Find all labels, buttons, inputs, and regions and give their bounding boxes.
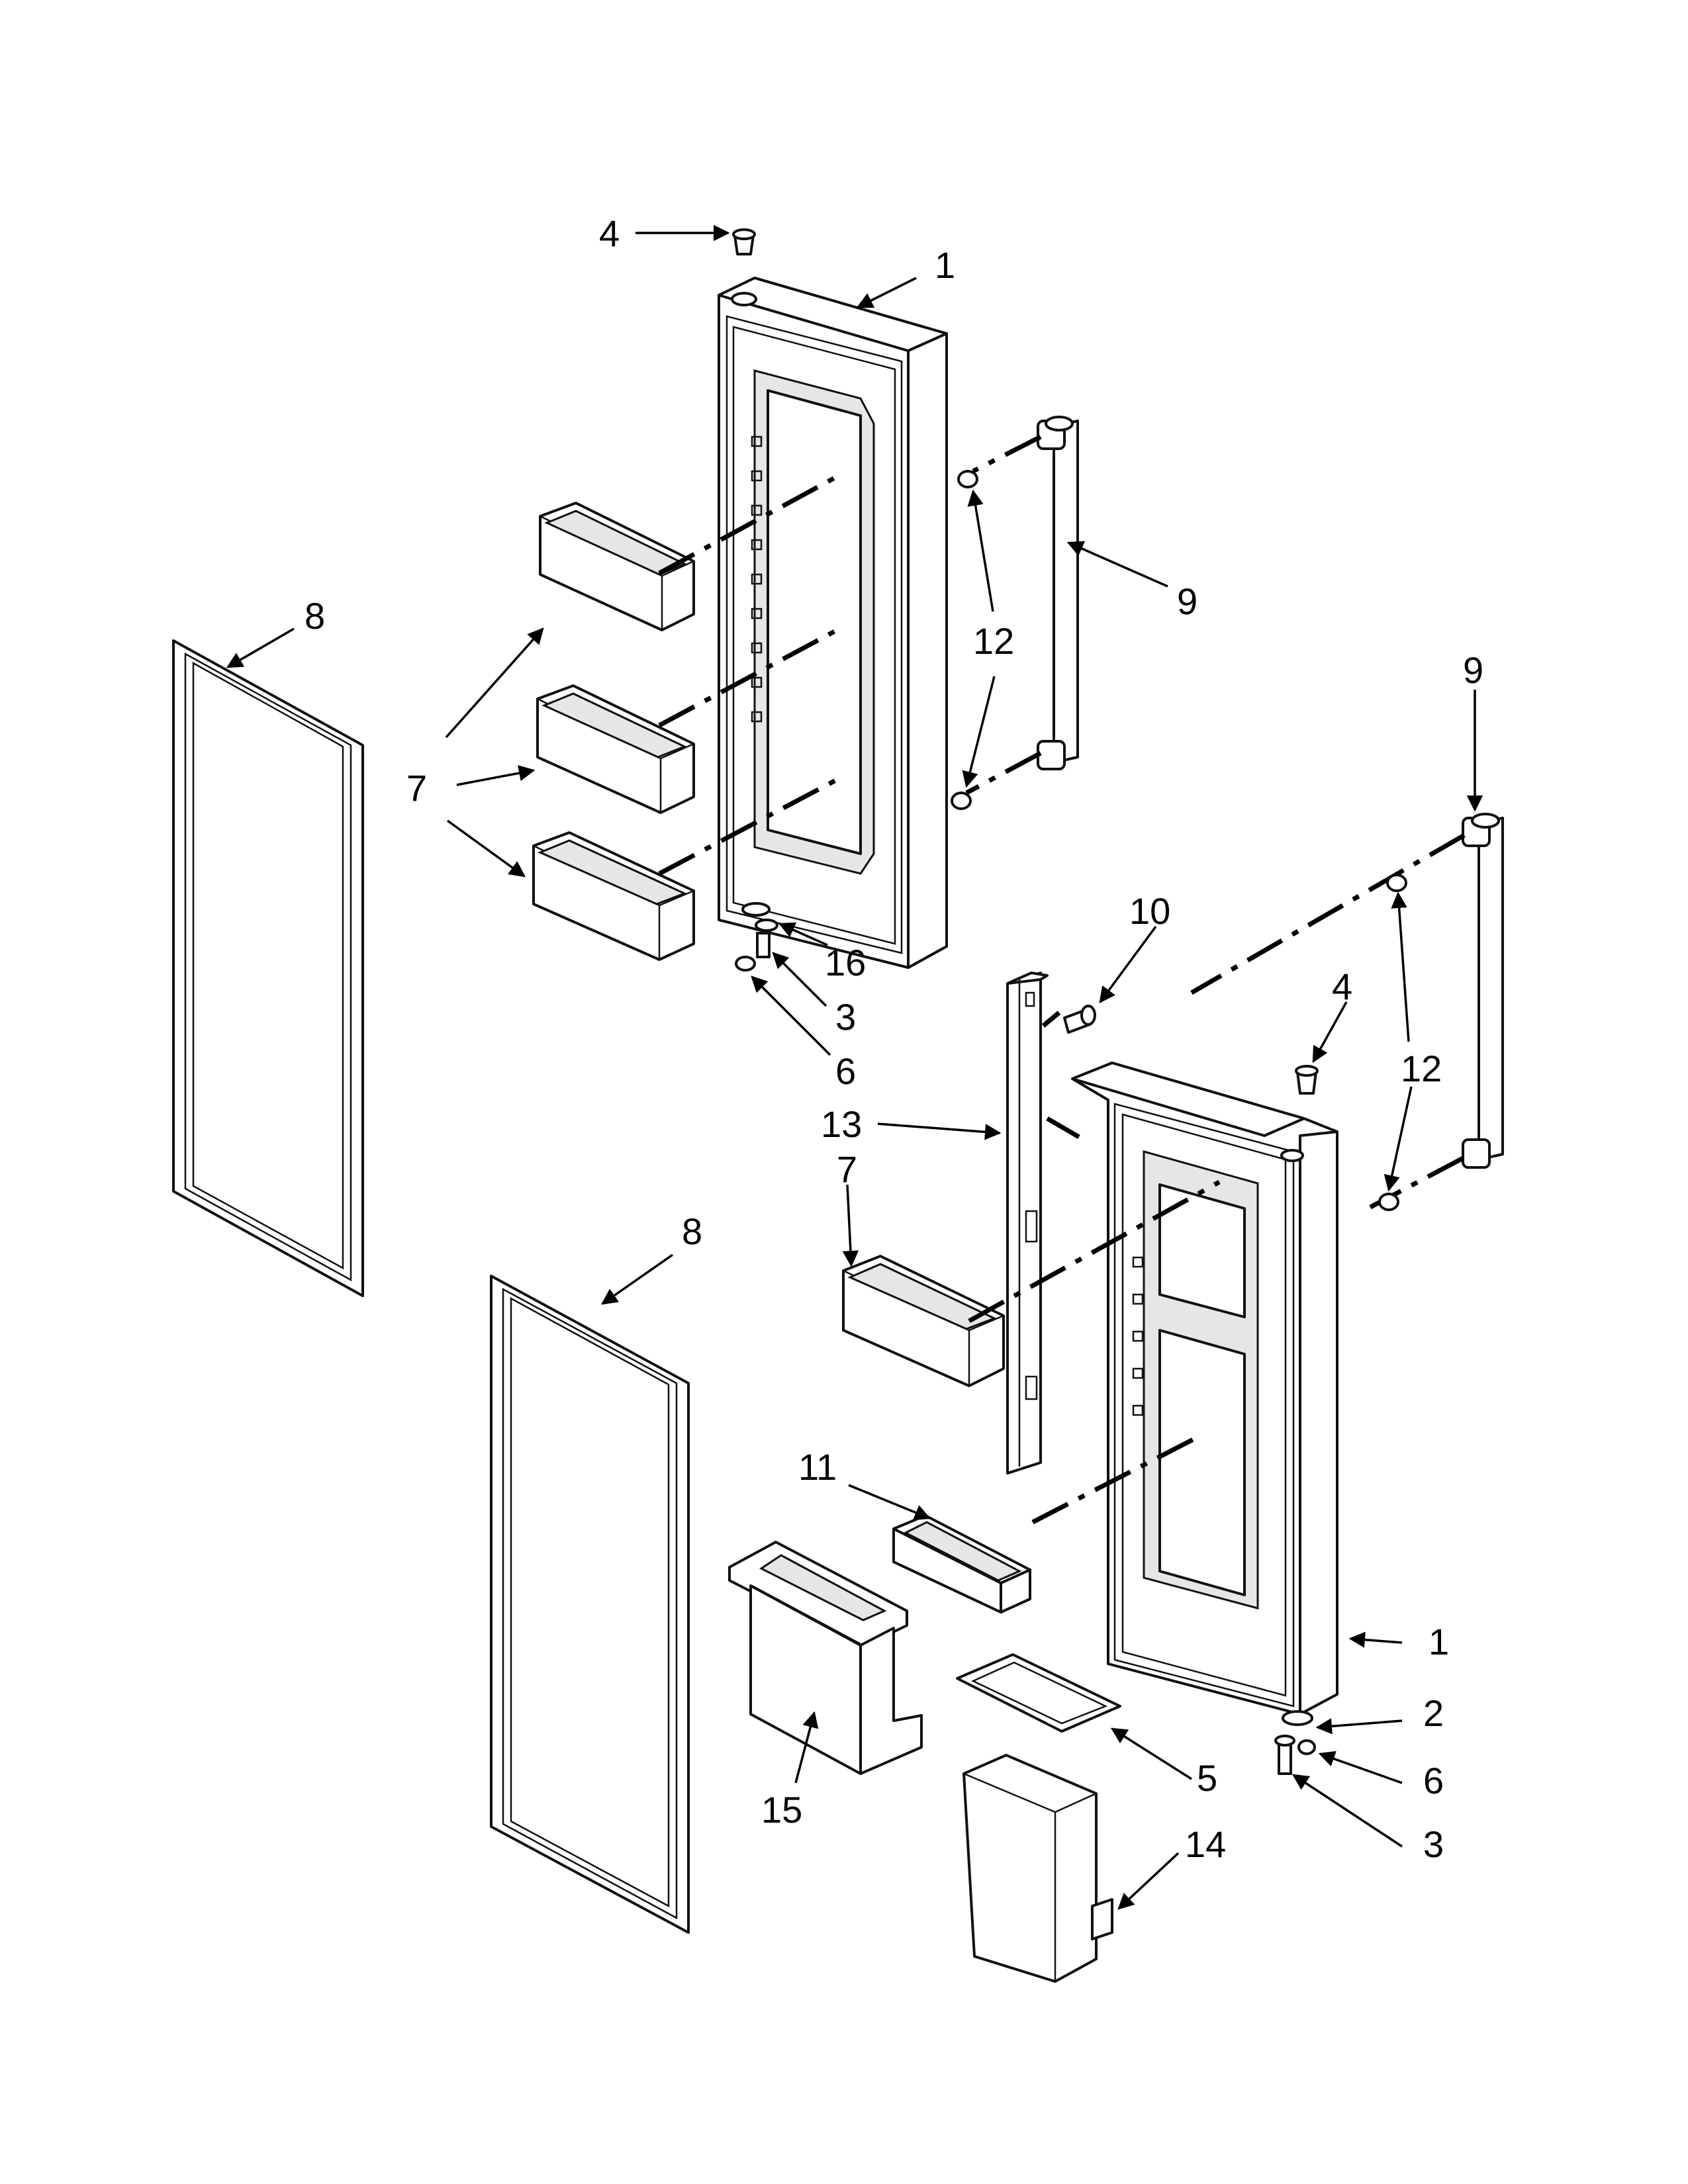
callout-11: 11: [798, 1446, 837, 1488]
callout-6-upper: 6: [835, 1050, 856, 1092]
callout-16: 16: [825, 942, 866, 983]
refrigerator-door-lower: [1071, 1062, 1338, 1715]
shelf-mount-dimples-upper: [751, 435, 763, 723]
callout-3-upper: 3: [835, 996, 856, 1038]
callout-6-lower: 6: [1423, 1760, 1444, 1801]
door-hinge-hardware-upper: [735, 902, 778, 972]
callout-15: 15: [761, 1789, 802, 1831]
door-hinge-screw-top-upper: [732, 228, 756, 255]
callout-7-bins: 7: [406, 767, 427, 809]
callout-1-lower-door: 1: [1429, 1621, 1449, 1662]
callout-5: 5: [1197, 1757, 1217, 1799]
ice-bucket: [962, 1754, 1113, 1983]
ice-tray: [956, 1653, 1121, 1733]
door-hinge-hardware-lower: [1274, 1710, 1316, 1775]
center-mullion-post: [1006, 972, 1049, 1475]
callout-14: 14: [1185, 1823, 1226, 1865]
callout-7-lower-bin: 7: [837, 1148, 857, 1190]
callout-12-lower: 12: [1401, 1048, 1442, 1089]
door-handle-lower: [1462, 813, 1504, 1169]
shelf-mount-dimples-lower: [1132, 1256, 1144, 1416]
door-bin-4: [842, 1255, 1005, 1387]
callout-12-upper: 12: [973, 620, 1014, 662]
callout-9-lower-handle: 9: [1463, 649, 1483, 691]
callout-4-lower: 4: [1332, 966, 1352, 1007]
washer-lower-top: [1386, 874, 1407, 892]
callout-8-bottom-gasket: 8: [682, 1210, 702, 1252]
callout-10: 10: [1129, 890, 1170, 932]
washer-upper-top: [957, 470, 978, 488]
door-bin-2: [536, 684, 695, 814]
door-gasket-left: [172, 639, 364, 1297]
callout-1-upper-door: 1: [935, 244, 955, 286]
washer-lower-bottom: [1378, 1193, 1399, 1211]
leader-arrows: [226, 224, 1483, 1910]
door-bin-3: [532, 831, 695, 961]
callout-4-top: 4: [599, 212, 620, 254]
callout-3-lower: 3: [1423, 1823, 1444, 1865]
door-bin-1: [539, 502, 695, 631]
callout-labels: 4 1 8 9 12 7 16 3 6 10 13 7 4 9 12 8 11 …: [305, 212, 1483, 1865]
callout-9-upper-handle: 9: [1177, 580, 1197, 622]
washer-upper-bottom: [951, 792, 972, 810]
callout-13: 13: [821, 1103, 862, 1145]
mounting-screw: [1063, 1005, 1096, 1034]
door-hinge-screw-top-lower: [1295, 1065, 1319, 1095]
dairy-bin: [892, 1514, 1031, 1614]
callout-2: 2: [1423, 1692, 1444, 1734]
refrigerator-door-upper: [718, 277, 948, 969]
callout-8-left-gasket: 8: [305, 595, 325, 637]
door-gasket-bottom: [490, 1275, 690, 1934]
door-handle-upper: [1037, 416, 1079, 770]
ice-bucket-housing: [728, 1541, 923, 1775]
